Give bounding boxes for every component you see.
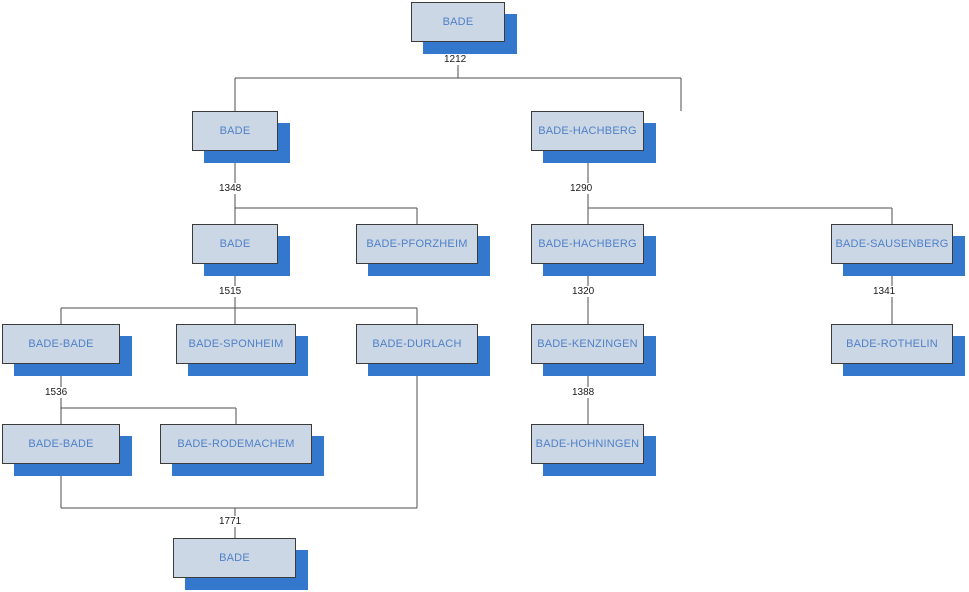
node-bade[interactable]: BADE [411, 2, 505, 42]
edge-date-label: 1320 [571, 286, 596, 297]
edge-date-label: 1212 [443, 54, 468, 65]
edge-date-label: 1348 [218, 183, 243, 194]
edge-date-label: 1290 [569, 183, 594, 194]
edge-date-label: 1341 [872, 286, 897, 297]
node-bade[interactable]: BADE [173, 538, 296, 578]
node-bade[interactable]: BADE [192, 224, 278, 264]
node-bade-sponheim[interactable]: BADE-SPONHEIM [176, 324, 296, 364]
edge-date-label: 1771 [218, 516, 243, 527]
edge-date-label: 1388 [571, 387, 596, 398]
node-bade-rodemachem[interactable]: BADE-RODEMACHEM [160, 424, 312, 464]
node-bade-hohningen[interactable]: BADE-HOHNINGEN [531, 424, 644, 464]
node-bade-pforzheim[interactable]: BADE-PFORZHEIM [356, 224, 478, 264]
node-bade-sausenberg[interactable]: BADE-SAUSENBERG [831, 224, 953, 264]
node-bade-durlach[interactable]: BADE-DURLACH [356, 324, 478, 364]
edge-date-label: 1515 [218, 286, 243, 297]
node-bade[interactable]: BADE [192, 111, 278, 151]
node-bade-hachberg[interactable]: BADE-HACHBERG [531, 224, 644, 264]
edge-date-label: 1536 [44, 387, 69, 398]
node-bade-bade[interactable]: BADE-BADE [2, 424, 120, 464]
node-bade-kenzingen[interactable]: BADE-KENZINGEN [531, 324, 644, 364]
node-bade-rothelin[interactable]: BADE-ROTHELIN [831, 324, 953, 364]
node-bade-bade[interactable]: BADE-BADE [2, 324, 120, 364]
node-bade-hachberg[interactable]: BADE-HACHBERG [531, 111, 644, 151]
